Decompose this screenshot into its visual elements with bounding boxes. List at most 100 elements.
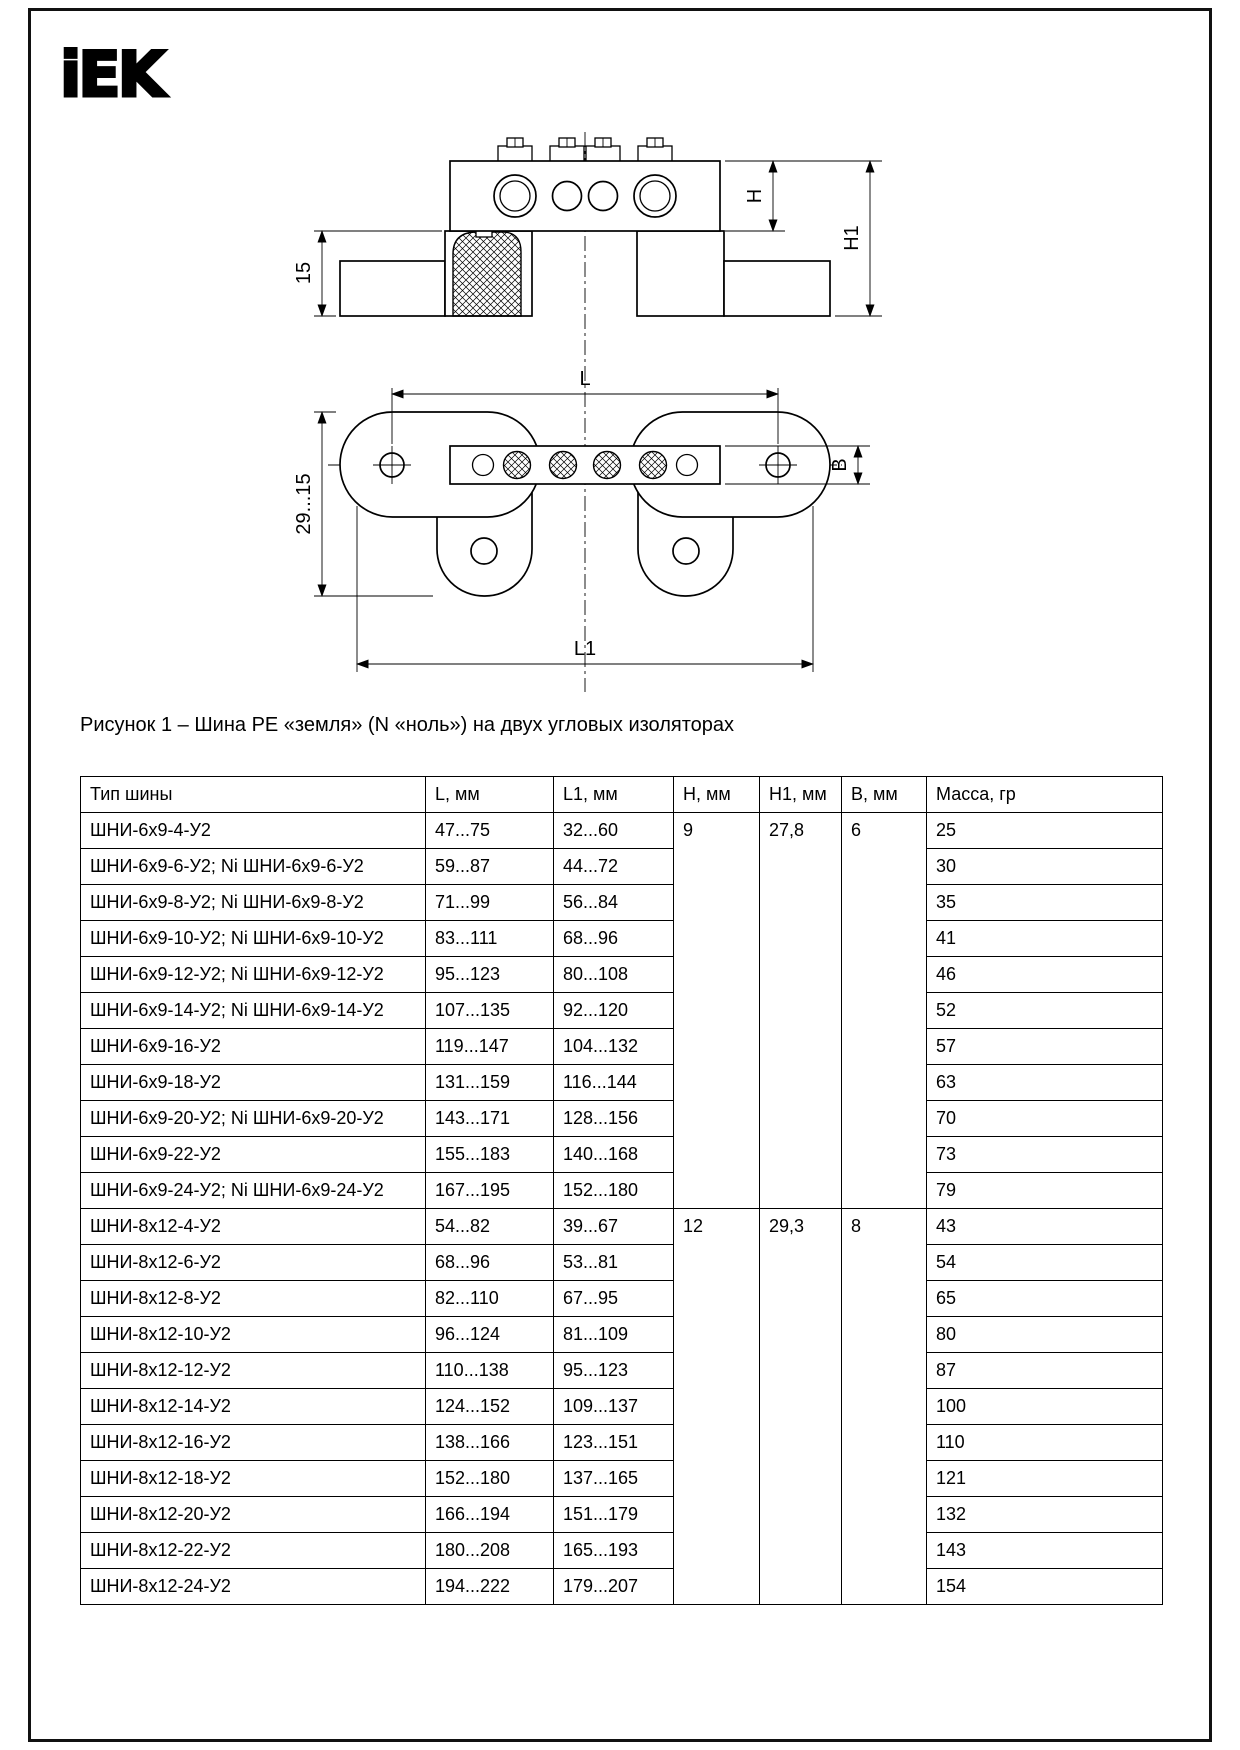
header-bus-type: Тип шины (80, 776, 426, 813)
cell-mass: 121 (926, 1460, 1163, 1497)
cell-mass: 65 (926, 1280, 1163, 1317)
cell-h1: 29,3 (759, 1208, 842, 1605)
cell-l: 143...171 (425, 1100, 554, 1137)
cell-l1: 39...67 (553, 1208, 674, 1245)
bar-screw (592, 450, 622, 480)
cell-mass: 73 (926, 1136, 1163, 1173)
cell-l: 194...222 (425, 1568, 554, 1605)
cell-bus-type: ШНИ-8x12-8-У2 (80, 1280, 426, 1317)
ceramic-insulator (452, 231, 522, 317)
cell-l: 110...138 (425, 1352, 554, 1389)
cell-l: 47...75 (425, 812, 554, 849)
side-view: 15 H H1 (293, 137, 882, 318)
cell-l: 83...111 (425, 920, 554, 957)
top-view: L 29...15 B L1 (293, 368, 870, 672)
dimension-l1: L1 (355, 506, 815, 672)
right-rail (723, 260, 831, 317)
cell-bus-type: ШНИ-8x12-14-У2 (80, 1388, 426, 1425)
header-h: H, мм (673, 776, 760, 813)
lower-hole-left (470, 537, 498, 565)
lower-hole-right (672, 537, 700, 565)
cell-l: 124...152 (425, 1388, 554, 1425)
dim-label-b: B (829, 458, 851, 471)
cell-bus-type: ШНИ-6x9-14-У2; Ni ШНИ-6x9-14-У2 (80, 992, 426, 1029)
screw-head-inner (639, 180, 671, 212)
technical-drawing: 15 H H1 (293, 132, 882, 692)
cell-l: 155...183 (425, 1136, 554, 1173)
cell-bus-type: ШНИ-8x12-20-У2 (80, 1496, 426, 1533)
cell-l: 167...195 (425, 1172, 554, 1209)
cell-mass: 143 (926, 1532, 1163, 1569)
bar-screw (548, 450, 578, 480)
cell-l1: 53...81 (553, 1244, 674, 1281)
cell-mass: 35 (926, 884, 1163, 921)
dimension-b: B (725, 444, 870, 486)
cell-l1: 92...120 (553, 992, 674, 1029)
dim-label-l: L (579, 368, 590, 390)
page-border-frame (28, 8, 1212, 1742)
cell-h: 12 (673, 1208, 760, 1605)
cell-l1: 68...96 (553, 920, 674, 957)
cell-mass: 30 (926, 848, 1163, 885)
cell-bus-type: ШНИ-8x12-6-У2 (80, 1244, 426, 1281)
dimension-29-15: 29...15 (293, 410, 433, 598)
cell-bus-type: ШНИ-6x9-8-У2; Ni ШНИ-6x9-8-У2 (80, 884, 426, 921)
cell-mass: 43 (926, 1208, 1163, 1245)
cell-mass: 132 (926, 1496, 1163, 1533)
cell-mass: 41 (926, 920, 1163, 957)
cell-l1: 140...168 (553, 1136, 674, 1173)
cell-l1: 104...132 (553, 1028, 674, 1065)
spec-table-header-row: Тип шины L, мм L1, мм H, мм H1, мм B, мм… (80, 776, 1163, 813)
cell-mass: 46 (926, 956, 1163, 993)
cell-l1: 128...156 (553, 1100, 674, 1137)
iek-logo: iEK (59, 37, 173, 113)
dimension-l: L (390, 368, 780, 444)
dim-label-29-15: 29...15 (293, 473, 315, 534)
cell-bus-type: ШНИ-8x12-4-У2 (80, 1208, 426, 1245)
dim-label-h: H (744, 189, 766, 203)
left-rail (339, 260, 446, 317)
bar-hole (471, 453, 495, 477)
cell-mass: 25 (926, 812, 1163, 849)
cell-l: 68...96 (425, 1244, 554, 1281)
cell-bus-type: ШНИ-6x9-24-У2; Ni ШНИ-6x9-24-У2 (80, 1172, 426, 1209)
iek-logo-text: iEK (60, 38, 168, 111)
cell-mass: 63 (926, 1064, 1163, 1101)
cell-bus-type: ШНИ-8x12-10-У2 (80, 1316, 426, 1353)
cell-mass: 154 (926, 1568, 1163, 1605)
cell-l: 95...123 (425, 956, 554, 993)
dimension-h1: H1 (725, 159, 882, 318)
cell-l1: 32...60 (553, 812, 674, 849)
cell-l: 166...194 (425, 1496, 554, 1533)
cell-b: 6 (841, 812, 927, 1209)
cell-l: 54...82 (425, 1208, 554, 1245)
cell-l1: 151...179 (553, 1496, 674, 1533)
bus-body (449, 160, 721, 232)
cell-l1: 80...108 (553, 956, 674, 993)
cell-l: 131...159 (425, 1064, 554, 1101)
dim-label-l1: L1 (574, 638, 596, 660)
header-b: B, мм (841, 776, 927, 813)
cell-l1: 56...84 (553, 884, 674, 921)
cell-l1: 95...123 (553, 1352, 674, 1389)
right-bracket (636, 230, 725, 317)
cell-l: 152...180 (425, 1460, 554, 1497)
header-l: L, мм (425, 776, 554, 813)
terminal-tabs (497, 137, 673, 163)
cell-bus-type: ШНИ-8x12-24-У2 (80, 1568, 426, 1605)
cell-mass: 57 (926, 1028, 1163, 1065)
cell-bus-type: ШНИ-6x9-20-У2; Ni ШНИ-6x9-20-У2 (80, 1100, 426, 1137)
